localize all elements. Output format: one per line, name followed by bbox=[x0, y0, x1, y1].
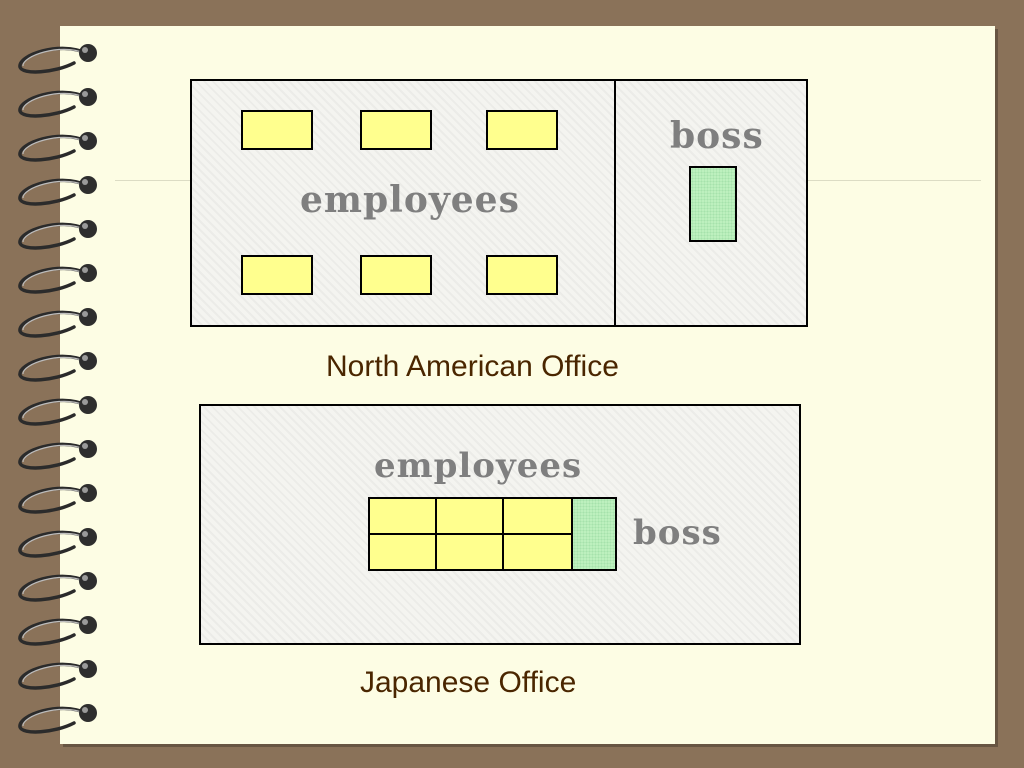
employee-desk bbox=[486, 255, 558, 295]
employees-label: employees bbox=[374, 446, 583, 486]
spiral-ring bbox=[18, 132, 97, 162]
spiral-ring bbox=[18, 528, 97, 558]
spiral-ring bbox=[18, 484, 97, 514]
employee-desk bbox=[435, 533, 504, 571]
spiral-ring bbox=[18, 44, 97, 74]
spiral-ring bbox=[18, 220, 97, 250]
employee-desk bbox=[241, 110, 313, 150]
spiral-ring bbox=[18, 352, 97, 382]
spiral-ring bbox=[18, 396, 97, 426]
employee-desk bbox=[360, 255, 432, 295]
north-american-office-diagram: employees boss bbox=[190, 79, 808, 327]
employee-desk bbox=[486, 110, 558, 150]
boss-desk bbox=[689, 166, 737, 242]
office-partition bbox=[614, 81, 616, 325]
spiral-binding bbox=[18, 44, 97, 734]
spiral-ring bbox=[18, 616, 97, 646]
spiral-ring bbox=[18, 572, 97, 602]
spiral-ring bbox=[18, 660, 97, 690]
employee-desk bbox=[241, 255, 313, 295]
boss-label: boss bbox=[670, 115, 764, 157]
north-american-office-caption: North American Office bbox=[326, 350, 619, 383]
spiral-ring bbox=[18, 264, 97, 294]
japanese-office-caption: Japanese Office bbox=[360, 666, 577, 699]
employee-desk bbox=[360, 110, 432, 150]
spiral-ring bbox=[18, 176, 97, 206]
employee-desk bbox=[502, 497, 573, 535]
employee-desk bbox=[435, 497, 504, 535]
employee-desk bbox=[502, 533, 573, 571]
spiral-ring bbox=[18, 440, 97, 470]
spiral-ring bbox=[18, 704, 97, 734]
spiral-ring bbox=[18, 88, 97, 118]
employee-desk bbox=[368, 497, 437, 535]
employee-desk bbox=[368, 533, 437, 571]
boss-desk bbox=[571, 497, 617, 571]
boss-label: boss bbox=[633, 513, 722, 553]
japanese-office-diagram: employees boss bbox=[199, 404, 801, 645]
spiral-ring bbox=[18, 308, 97, 338]
employees-label: employees bbox=[300, 179, 520, 221]
